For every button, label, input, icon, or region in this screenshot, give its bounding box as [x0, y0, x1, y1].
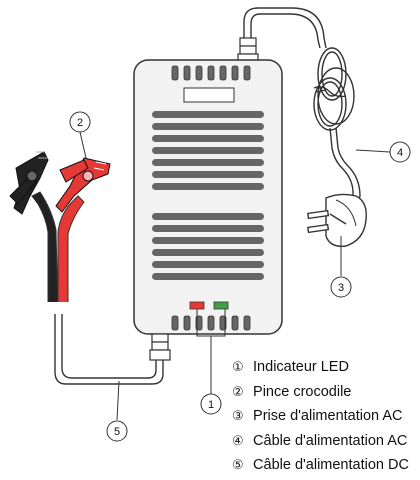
- legend-item-ac-cable: ④ Câble d'alimentation AC: [232, 429, 418, 454]
- legend-item-ac-plug: ③ Prise d'alimentation AC: [232, 404, 418, 429]
- legend-text: Câble d'alimentation DC: [253, 457, 409, 473]
- legend-text: Câble d'alimentation AC: [253, 432, 408, 449]
- led-red-icon: [189, 301, 205, 310]
- legend-marker: ⑤: [232, 458, 244, 473]
- legend-item-dc-cable: ⑤ Câble d'alimentation DC: [232, 453, 418, 478]
- label-window: [183, 87, 235, 103]
- crocodile-clip-red-icon: [55, 157, 111, 213]
- callout-2: 2: [69, 111, 91, 133]
- top-vents: [171, 65, 251, 81]
- dc-leads: [31, 191, 85, 314]
- dc-strain-relief: [149, 333, 171, 361]
- callout-4-number: 4: [397, 147, 403, 159]
- legend-marker: ①: [232, 360, 244, 375]
- legend-marker: ④: [232, 433, 244, 449]
- callout-2-number: 2: [77, 117, 83, 129]
- callout-5: 5: [106, 420, 128, 442]
- ac-cable: [243, 7, 361, 211]
- coiled-cable-icon: [313, 47, 355, 131]
- legend-text: Indicateur LED: [253, 359, 349, 375]
- callout-4: 4: [389, 141, 411, 163]
- legend-marker: ③: [232, 409, 244, 424]
- led-green-icon: [213, 301, 229, 310]
- callout-5-number: 5: [114, 426, 120, 438]
- legend-item-clip: ② Pince crocodile: [232, 380, 418, 405]
- crocodile-clip-black-icon: [9, 151, 49, 215]
- callout-3-number: 3: [338, 282, 344, 294]
- legend-marker: ②: [232, 384, 244, 400]
- ac-strain-relief: [237, 37, 259, 63]
- leader-lines: [79, 131, 391, 421]
- dc-cable: [54, 312, 164, 385]
- ac-plug-icon: [307, 193, 367, 247]
- bottom-vents: [171, 315, 251, 331]
- legend: ① Indicateur LED ② Pince crocodile ③ Pri…: [232, 355, 418, 478]
- charger-body: [133, 59, 283, 335]
- callout-3: 3: [330, 276, 352, 298]
- legend-text: Pince crocodile: [253, 383, 352, 400]
- legend-text: Prise d'alimentation AC: [253, 408, 403, 424]
- vent-slots-upper: [152, 111, 264, 190]
- callout-1: 1: [200, 393, 222, 415]
- callout-1-number: 1: [208, 399, 214, 411]
- vent-slots-lower: [152, 213, 264, 280]
- legend-item-led: ① Indicateur LED: [232, 355, 418, 380]
